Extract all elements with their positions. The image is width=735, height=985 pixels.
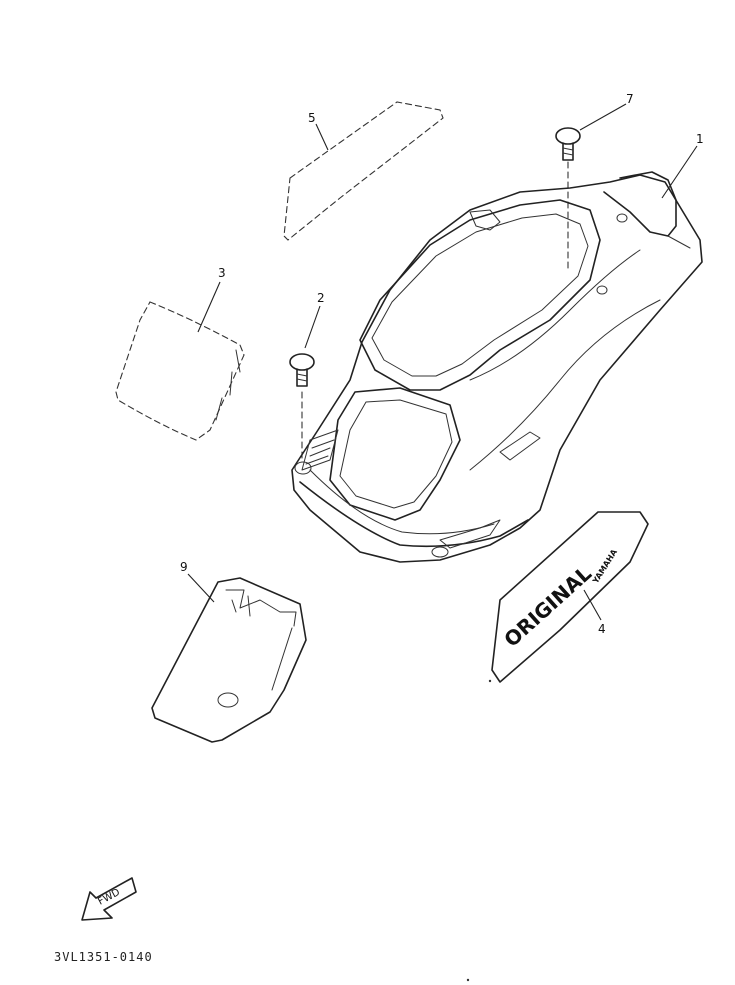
part-4-decal: ORIGINAL YAMAHA [491,511,649,683]
part-3-cover [115,301,245,441]
diagram-code: 3VL1351-0140 [54,950,153,964]
dot-mark [466,978,470,982]
part-5-panel [283,101,444,241]
part-7-screw [555,127,581,271]
part-2-screw [289,353,315,463]
dot-mark [488,679,492,683]
callout-5: 5 [308,111,316,125]
callout-4: 4 [598,622,606,636]
part-1-body-cover [291,171,703,563]
callout-1: 1 [696,132,704,146]
callout-3: 3 [218,266,226,280]
decal-brand-text: YAMAHA [591,547,620,586]
fwd-label: FWD [96,887,122,908]
fwd-arrow-icon: FWD [81,877,137,921]
decal-main-text: ORIGINAL [499,561,596,652]
leader-lines [187,103,698,621]
callout-7: 7 [626,92,634,106]
part-9-lower-cover [151,577,307,743]
callout-9: 9 [180,560,188,574]
callout-2: 2 [317,291,325,305]
